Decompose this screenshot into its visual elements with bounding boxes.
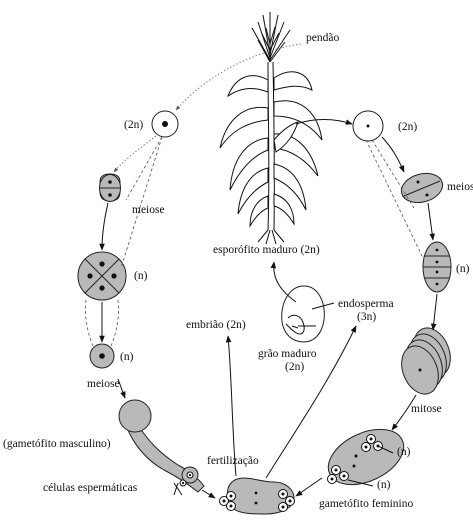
microspore-ploidy: (n)	[120, 351, 134, 363]
fertilization-cell	[220, 478, 295, 514]
roots	[258, 230, 284, 244]
grain-label: grão maduro	[258, 348, 317, 360]
meiosis-left-guides	[121, 137, 162, 268]
sperm-cells-label: células espermáticas	[43, 482, 138, 494]
sporophyte-label: esporófito maduro (2n)	[213, 244, 320, 256]
mitosis-stack	[395, 322, 457, 399]
tetrad-cells	[78, 252, 126, 300]
meiosis-right-label: meiose	[447, 181, 473, 193]
leaves	[220, 72, 322, 226]
megaspore-dyad	[398, 169, 446, 207]
pollen-grain	[119, 400, 204, 492]
tassel	[252, 12, 290, 62]
fertilization-label: fertilização	[207, 455, 259, 467]
meiosis-bottom-label: meiose	[87, 378, 120, 390]
meiosis-left-label: meiose	[132, 204, 165, 216]
grain-ploidy: (2n)	[285, 361, 304, 373]
male-gametophyte-label: (gametófito masculino)	[3, 438, 111, 450]
egg-ploidy-upper: (n)	[397, 446, 411, 458]
megasporocyte-ploidy: (2n)	[398, 121, 417, 133]
megaspores-ploidy: (n)	[456, 263, 470, 275]
female-gametophyte-label: gametófito feminino	[319, 498, 413, 510]
embryo-label: embrião (2n)	[186, 319, 246, 331]
endosperm-ploidy: (3n)	[357, 311, 376, 323]
linear-megaspores	[423, 242, 451, 292]
microspore-nucleus	[99, 353, 105, 359]
mitosis-label: mitose	[411, 403, 442, 415]
stalk	[268, 62, 274, 230]
mature-grain	[282, 286, 325, 342]
tetrad-guide-right	[111, 300, 119, 346]
microsporocyte-nucleus	[162, 121, 168, 127]
tassel-label: pendão	[306, 32, 339, 44]
endosperm-label: endosperma	[338, 298, 394, 310]
microsporocyte-ploidy: (2n)	[124, 119, 143, 131]
tetrad-guide-left	[85, 300, 93, 346]
dyad-cells	[100, 174, 121, 202]
megasporocyte-nucleus	[367, 125, 370, 128]
tetrad-ploidy: (n)	[134, 270, 148, 282]
maize-plant-illustration	[220, 12, 322, 244]
egg-ploidy-lower: (n)	[377, 479, 391, 491]
